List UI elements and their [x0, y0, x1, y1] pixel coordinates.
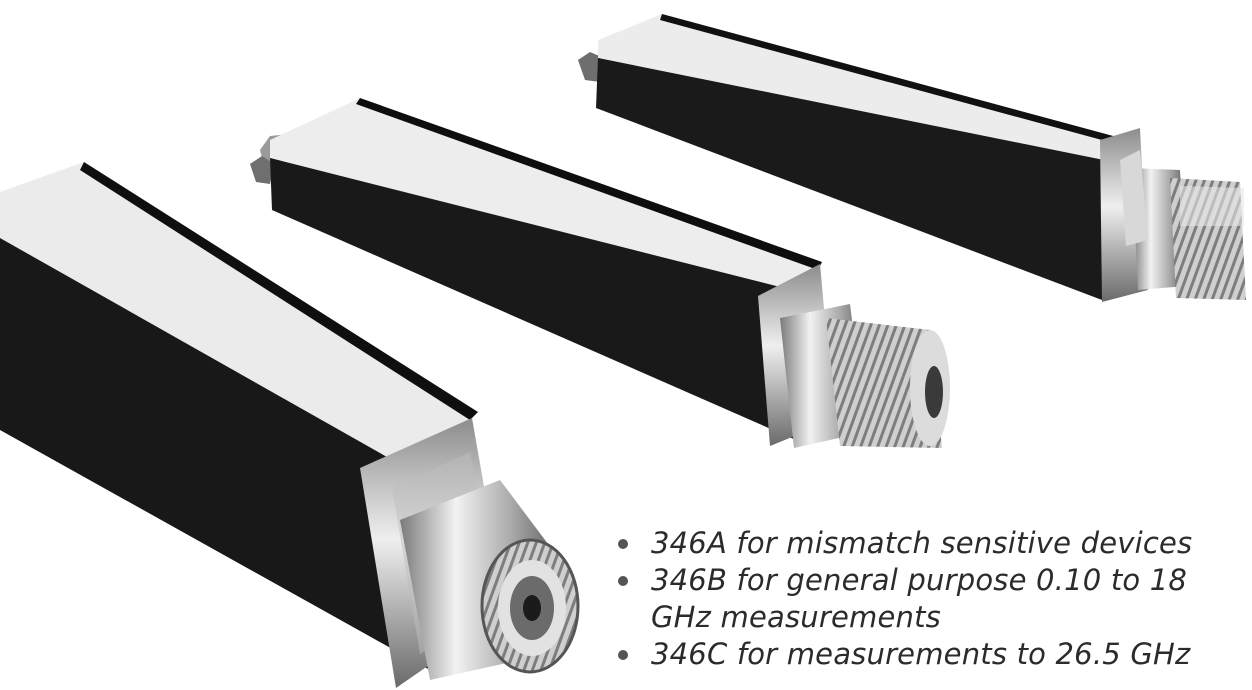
- power-sensor-back: [578, 14, 1246, 302]
- feature-text: 346C for measurements to 26.5 GHz: [651, 637, 1191, 671]
- feature-item-346b: 346B for general purpose 0.10 to 18 GHz …: [618, 562, 1248, 636]
- feature-item-346c: 346C for measurements to 26.5 GHz: [618, 636, 1248, 673]
- bullet-dot-icon: [618, 650, 628, 660]
- feature-list: 346A for mismatch sensitive devices 346B…: [618, 525, 1248, 673]
- feature-text: 346A for mismatch sensitive devices: [651, 526, 1193, 560]
- feature-item-346a: 346A for mismatch sensitive devices: [618, 525, 1248, 562]
- bullet-dot-icon: [618, 576, 628, 586]
- feature-text: 346B for general purpose 0.10 to 18 GHz …: [651, 563, 1188, 634]
- power-sensor-middle: [250, 98, 950, 448]
- bullet-dot-icon: [618, 539, 628, 549]
- power-sensor-front: [0, 162, 580, 688]
